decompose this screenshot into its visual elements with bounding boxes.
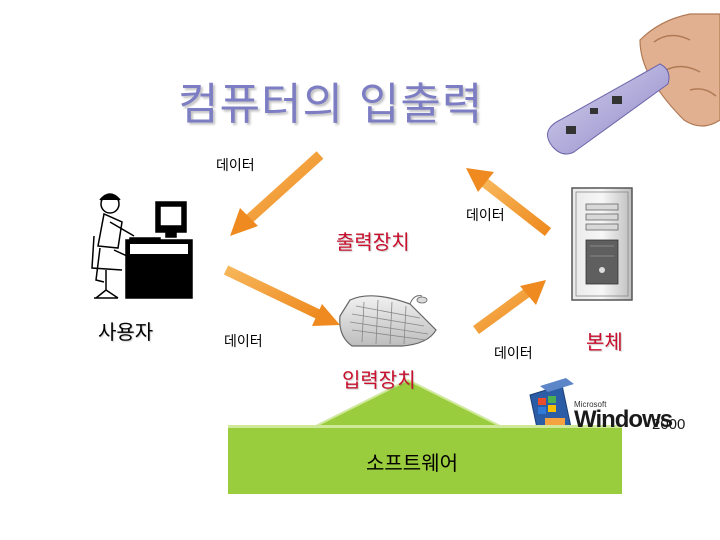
logo-brand: Windows (574, 406, 673, 433)
arrow-data-from-main-unit (466, 168, 552, 236)
output-device-label: 출력장치 (336, 230, 410, 254)
arrow-data-to-main-unit (473, 280, 546, 335)
logo-brand-small: Microsoft (574, 400, 607, 409)
logo-version: 2000 (652, 416, 686, 433)
software-box (228, 425, 622, 494)
hand-with-tube-illustration (547, 13, 720, 155)
page-title: 컴퓨터의 입출력 (178, 79, 484, 130)
user-at-computer-illustration (91, 193, 193, 299)
windows-flag-icon (538, 396, 556, 414)
data-label-bottom-right: 데이터 (494, 346, 533, 362)
arrow-data-to-user (230, 151, 324, 236)
software-label: 소프트웨어 (366, 451, 458, 475)
data-label-top-left: 데이터 (216, 158, 255, 174)
arrow-data-from-user (223, 265, 340, 326)
data-label-top-right: 데이터 (466, 208, 505, 224)
user-label: 사용자 (98, 320, 154, 344)
input-device-label: 입력장치 (342, 368, 416, 392)
data-label-bottom-left: 데이터 (224, 334, 263, 350)
tower-case-illustration (571, 187, 633, 301)
keyboard-illustration (339, 295, 437, 347)
main-unit-label: 본체 (586, 330, 623, 354)
